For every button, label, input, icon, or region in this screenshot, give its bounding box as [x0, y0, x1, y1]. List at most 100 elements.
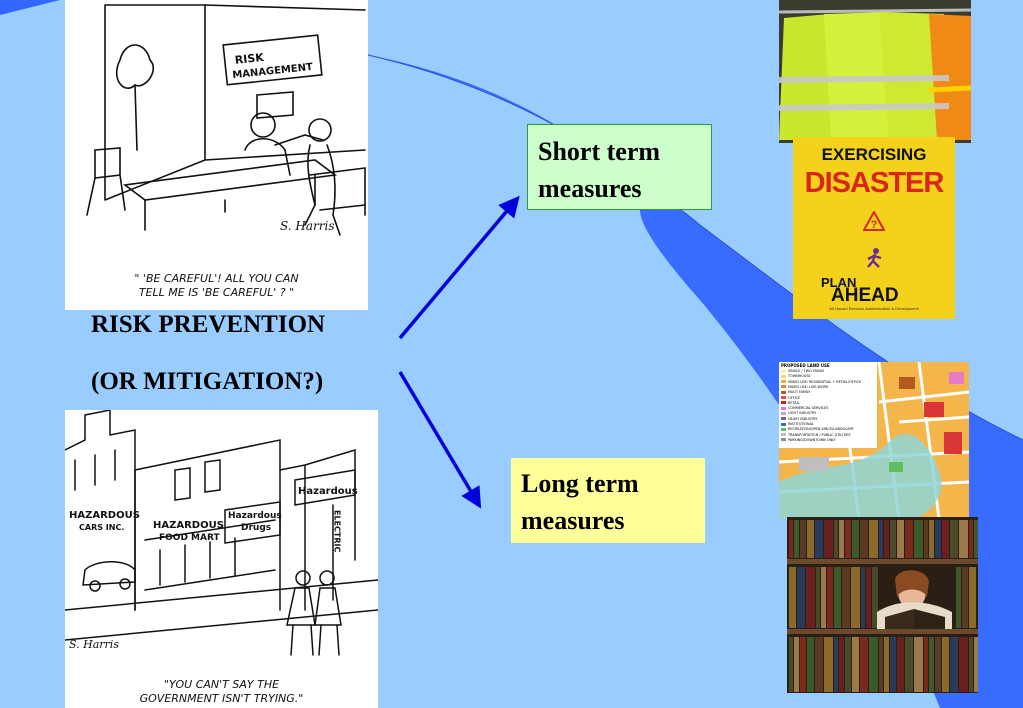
book-spine: [956, 567, 961, 628]
legend-label: RECREATION/OPEN SPACE/LANDSCAPE: [788, 427, 854, 432]
book-spine: [890, 637, 896, 692]
book-spine: [842, 567, 850, 628]
map-legend-item: LIGHT INDUSTRY: [781, 411, 816, 415]
map-legend-item: TRANSPORTATION / PUBLIC UTILITIES: [781, 433, 851, 437]
legend-swatch: [781, 401, 786, 405]
risk-management-drawing: RISK MANAGEMENT S. Harris: [86, 4, 366, 236]
legend-swatch: [781, 411, 786, 415]
book-spine: [974, 637, 978, 692]
sign-hazardous-cars: HAZARDOUS: [69, 510, 140, 521]
legend-label: PARKING/DOWNTOWN ONLY: [788, 437, 836, 442]
legend-swatch: [781, 390, 786, 394]
book-spine: [905, 520, 913, 558]
sign-hazardous-electric: Hazardous: [298, 486, 358, 497]
book-spine: [869, 637, 878, 692]
book-spine: [924, 520, 928, 558]
book-spine: [815, 637, 823, 692]
book-spine: [821, 567, 826, 628]
book-spine: [834, 520, 838, 558]
map-legend-item: COMMERCIAL SERVICES: [781, 406, 828, 410]
map-legend-item: PARKING/DOWNTOWN ONLY: [781, 438, 836, 442]
map-legend-item: SINGLE / TWO FAMILY: [781, 369, 824, 373]
book-spine: [974, 520, 978, 558]
book-spine: [852, 520, 859, 558]
book-spine: [879, 637, 883, 692]
legend-swatch: [781, 417, 786, 421]
sign-drugs: Drugs: [241, 523, 271, 533]
cover-ahead: AHEAD: [831, 285, 899, 306]
short-term-line1: Short term: [538, 137, 661, 166]
book-spine: [959, 520, 968, 558]
legend-swatch: [781, 385, 786, 389]
book-spine: [935, 637, 941, 692]
book-spine: [794, 637, 799, 692]
book-spine: [914, 520, 923, 558]
book-spine: [942, 637, 949, 692]
book-spine: [789, 567, 796, 628]
book-spine: [860, 637, 868, 692]
map-legend-item: HEAVY INDUSTRY: [781, 417, 817, 421]
library-books-photo: [787, 517, 978, 693]
book-spine: [800, 637, 806, 692]
legend-label: HEAVY INDUSTRY: [788, 416, 818, 421]
hazardous-street-cartoon: HAZARDOUS CARS INC. HAZARDOUS FOOD MART …: [65, 410, 378, 708]
book-spine: [824, 520, 833, 558]
book-spine: [897, 520, 904, 558]
book-spine: [789, 520, 793, 558]
book-spine: [942, 520, 949, 558]
legend-label: LIGHT INDUSTRY: [788, 411, 817, 416]
cartoon-caption-line2: TELL ME IS 'BE CAREFUL' ? ": [138, 286, 295, 299]
legend-label: OFFICE: [788, 395, 801, 400]
book-spine: [962, 567, 968, 628]
book-spine: [959, 637, 968, 692]
book-spine: [839, 520, 844, 558]
cartoon-caption-line1: " 'BE CAREFUL'! ALL YOU CAN: [134, 272, 299, 285]
book-spine: [950, 520, 958, 558]
legend-swatch: [781, 433, 786, 437]
book-spine: [834, 567, 841, 628]
book-spine: [866, 567, 871, 628]
book-spine: [884, 520, 889, 558]
sign-food-mart: FOOD MART: [159, 533, 221, 543]
map-legend-item: INSTITUTIONAL: [781, 422, 814, 426]
sign-risk: RISK: [234, 51, 265, 67]
book-spine: [789, 637, 793, 692]
map-legend-item: TOWNHOUSE: [781, 374, 811, 378]
book-spine: [824, 637, 833, 692]
book-spine: [969, 637, 973, 692]
sign-cars-inc: CARS INC.: [79, 523, 124, 532]
book-spine: [969, 520, 973, 558]
legend-label: MULTI FAMILY: [788, 390, 811, 395]
short-term-line2: measures: [538, 174, 642, 203]
long-term-line2: measures: [521, 506, 625, 535]
book-spine: [897, 637, 904, 692]
book-spine: [924, 637, 928, 692]
risk-prevention-heading: RISK PREVENTION: [91, 311, 326, 338]
book-spine: [884, 637, 889, 692]
sign-hazardous-food: HAZARDOUS: [153, 520, 224, 531]
book-spine: [807, 637, 814, 692]
artist-signature-bottom: S. Harris: [69, 638, 119, 651]
running-figure-icon: [867, 248, 882, 268]
short-term-measures-box: Short term measures: [527, 124, 712, 210]
book-spine: [860, 520, 868, 558]
book-spine: [816, 567, 820, 628]
book-spine: [794, 520, 799, 558]
legend-label: INSTITUTIONAL: [788, 422, 814, 426]
book-spine: [869, 520, 878, 558]
book-spine: [929, 520, 934, 558]
map-legend-item: OFFICE: [781, 396, 800, 400]
book-spine: [861, 567, 865, 628]
book-spine: [815, 520, 823, 558]
map-legend-item: RECREATION/OPEN SPACE/LANDSCAPE: [781, 427, 854, 431]
map-legend-item: MULTI FAMILY: [781, 390, 810, 394]
legend-label: TRANSPORTATION / PUBLIC UTILITIES: [788, 432, 851, 437]
cover-plan: PLAN: [821, 275, 857, 290]
legend-swatch: [781, 369, 786, 373]
legend-swatch: [781, 374, 786, 378]
exercising-disaster-cover: EXERCISING DISASTER ? PLAN AHEAD All Haz…: [793, 137, 955, 319]
book-spine: [852, 637, 859, 692]
sign-electric: ELECTRIC: [333, 510, 342, 552]
